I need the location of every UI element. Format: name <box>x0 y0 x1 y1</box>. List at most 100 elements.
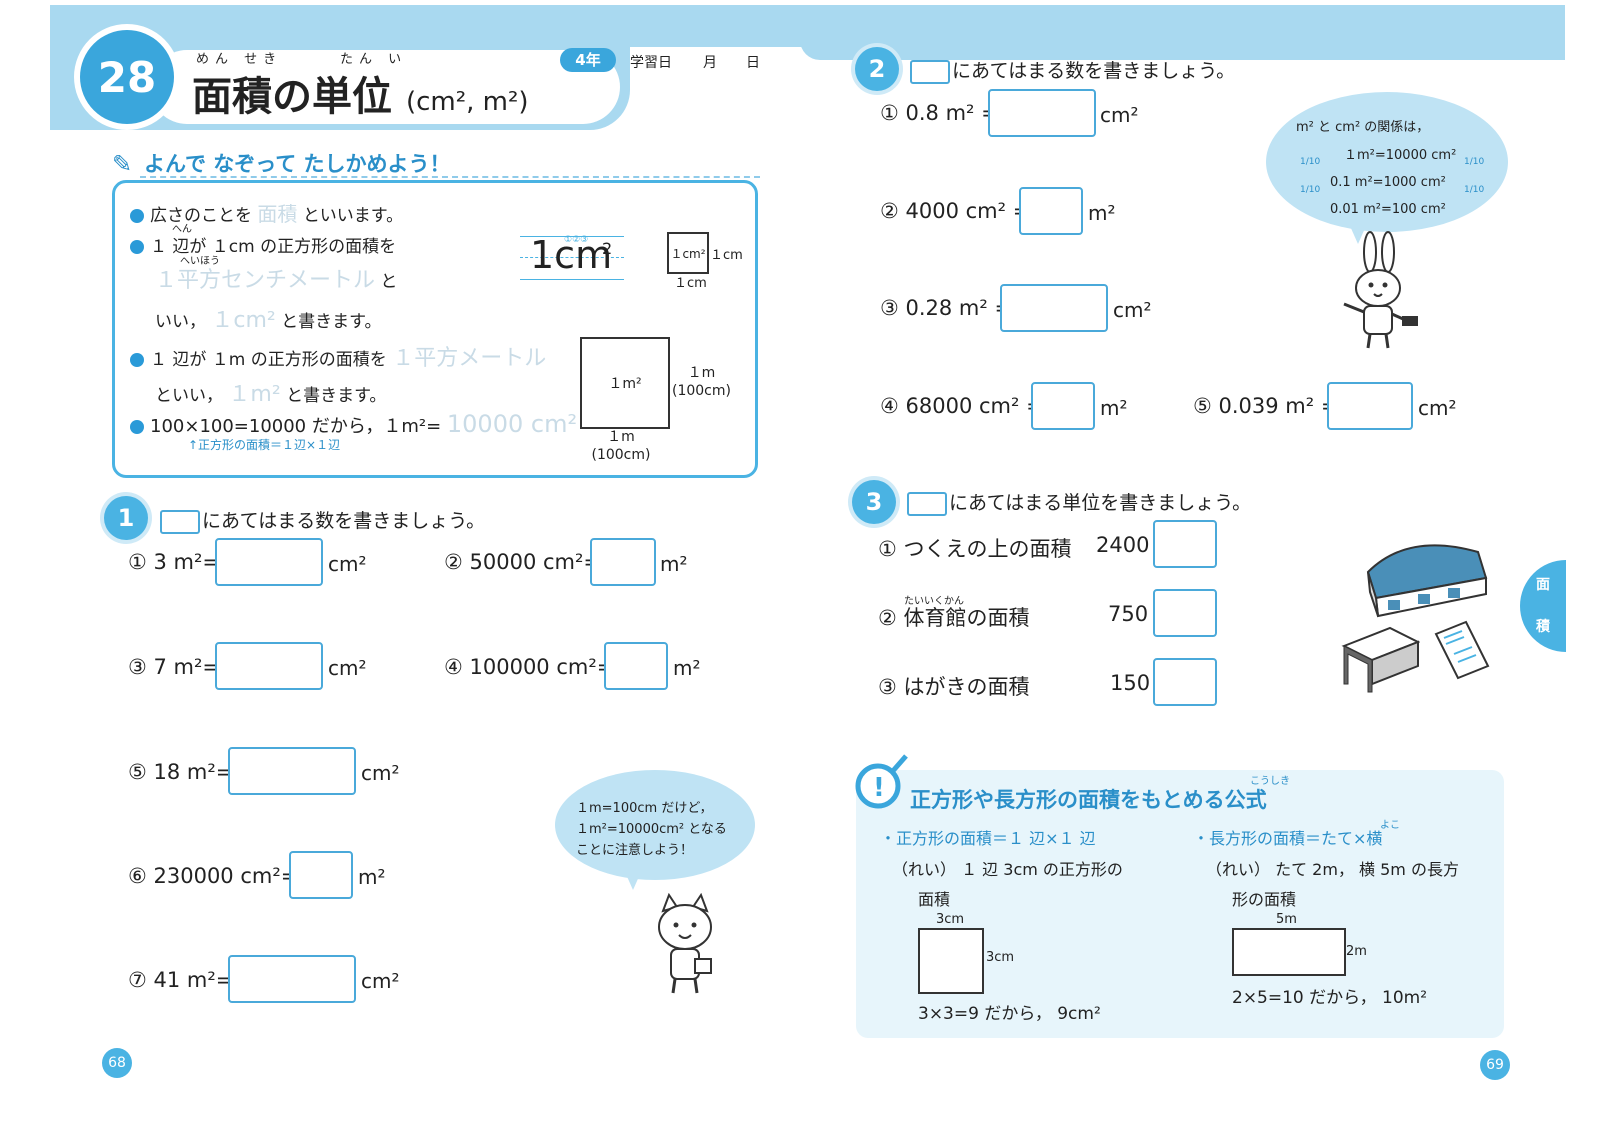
s1-q6-answer-box[interactable] <box>289 851 353 899</box>
s2-q4-label: ④ 68000 cm² = <box>880 394 1044 418</box>
s1-q5-unit: cm² <box>361 761 400 785</box>
rect-top-label: 5m <box>1276 912 1297 927</box>
square-example-2: 面積 <box>918 890 951 909</box>
s2-q1-answer-box[interactable] <box>988 89 1096 137</box>
hint-bubble-left-tail <box>625 872 641 890</box>
small-square-bottom: １cm <box>674 276 707 291</box>
title-units: (cm², m²) <box>405 87 529 117</box>
square-top-label: 3cm <box>936 912 965 927</box>
trace-text: １cm² <box>211 308 276 333</box>
bottom-text: (100cm) <box>591 447 651 463</box>
rabbit-character-icon <box>1343 231 1418 349</box>
example-rect-diagram <box>1232 928 1346 976</box>
s2-q3-label: ③ 0.28 m² = <box>880 296 1013 320</box>
ruby-heihou: へいほう <box>180 256 220 267</box>
s2-q3-answer-box[interactable] <box>1000 284 1108 332</box>
s3-q2-ruby: たいいくかん <box>904 596 964 607</box>
s3-q1-answer-box[interactable] <box>1153 520 1217 568</box>
s2-q1-label: ① 0.8 m² = <box>880 101 999 125</box>
s2-q2-label: ② 4000 cm² = <box>880 199 1031 223</box>
page-title: 面積の単位 (cm², m²) <box>192 64 529 122</box>
pencil-icon: ✎ <box>112 150 133 178</box>
s1-q6-label: ⑥ 230000 cm²= <box>128 864 299 888</box>
s2-q5-unit: cm² <box>1418 396 1457 420</box>
square-side-label: 3cm <box>986 950 1015 965</box>
hint-line: １m²=10000cm² となる <box>576 822 727 837</box>
s3-q3-answer-box[interactable] <box>1153 658 1217 706</box>
formula-title-ruby: こうしき <box>1250 776 1290 787</box>
s1-q7-answer-box[interactable] <box>228 955 356 1003</box>
section-1-number: 1 <box>104 496 148 540</box>
instruction-text: にあてはまる単位を書きましょう。 <box>949 492 1252 514</box>
s1-q4-label: ④ 100000 cm²= <box>444 655 615 679</box>
section-3-number: 3 <box>852 480 896 524</box>
instruction-text: にあてはまる数を書きましょう。 <box>952 60 1236 82</box>
section-2-number: 2 <box>855 47 899 91</box>
intro-line-5: １ 辺が １m の正方形の面積を １平方メートル <box>130 340 546 372</box>
intro-text: と書きます。 <box>281 312 382 332</box>
study-date-label: 学習日 <box>630 55 672 71</box>
s1-q4-answer-box[interactable] <box>604 642 668 690</box>
big-square-diagram: １m² <box>580 337 670 429</box>
s2-q4-unit: m² <box>1100 396 1128 420</box>
blank-box-icon <box>160 509 200 534</box>
s3-q1-value: 2400 <box>1096 533 1150 557</box>
intro-line-2: １ 辺が １cm の正方形の面積を <box>130 232 396 257</box>
s3-q2-value: 750 <box>1108 602 1149 626</box>
s1-q1-answer-box[interactable] <box>215 538 323 586</box>
hint-bubble-right <box>1266 92 1508 232</box>
instruction-text: にあてはまる数を書きましょう。 <box>202 510 486 532</box>
frac-label: 1/10 <box>1300 157 1321 167</box>
title-ruby-menseki: めん せき <box>196 52 283 67</box>
intro-text: といいます。 <box>302 206 404 226</box>
hint-bubble-left-text: １m=100cm だけど， １m²=10000cm² となる ことに注意しよう！ <box>576 798 727 861</box>
hint-bubble-right-rows: １m²=10000 cm² 0.1 m²=1000 cm² 0.01 m²=10… <box>1330 142 1456 223</box>
grade-badge: 4年 <box>560 48 616 72</box>
s1-q7-unit: cm² <box>361 969 400 993</box>
s3-q2-label: ② 体育館の面積 <box>878 606 1030 630</box>
trace-text: １m² <box>228 382 281 407</box>
rect-example-2: 形の面積 <box>1232 890 1297 909</box>
trace-text: １平方メートル <box>392 346 547 371</box>
square-rule: ・正方形の面積＝１ 辺×１ 辺 <box>880 829 1096 848</box>
big-square-side: １m (100cm) <box>672 364 731 400</box>
page-number-left: 68 <box>102 1048 132 1078</box>
lesson-number-badge: 28 <box>80 30 174 124</box>
bullet-icon <box>130 209 144 223</box>
s3-q1-label: ① つくえの上の面積 <box>878 537 1072 561</box>
side-text: (100cm) <box>672 383 731 399</box>
intro-line-3: １平方センチメートル と <box>155 262 397 294</box>
s1-q2-answer-box[interactable] <box>590 538 656 586</box>
s2-q5-label: ⑤ 0.039 m² = <box>1193 394 1339 418</box>
big-square-bottom: １m (100cm) <box>584 428 658 464</box>
s3-q3-value: 150 <box>1110 671 1151 695</box>
s3-q2-answer-box[interactable] <box>1153 589 1217 637</box>
blank-box-icon <box>910 59 950 84</box>
s2-q5-answer-box[interactable] <box>1327 382 1413 430</box>
s1-q5-answer-box[interactable] <box>228 747 356 795</box>
intro-heading: よんで なぞって たしかめよう！ <box>144 152 451 176</box>
rect-ruby: よこ <box>1380 820 1400 831</box>
title-pill <box>150 50 620 124</box>
s1-q3-label: ③ 7 m²= <box>128 655 221 679</box>
s2-q4-answer-box[interactable] <box>1031 382 1095 430</box>
guide-midline <box>520 257 624 258</box>
ruby-hen: へん <box>172 224 192 235</box>
small-square-side: １cm <box>710 248 743 263</box>
s1-q3-unit: cm² <box>328 656 367 680</box>
frac-label: 1/10 <box>1300 185 1321 195</box>
intro-box <box>112 180 758 478</box>
cm-writing-guide: 1cm ①②③ 2 <box>520 233 624 280</box>
bullet-icon <box>130 240 144 254</box>
section-2-instruction: にあてはまる数を書きましょう。 <box>910 56 1235 84</box>
rect-example: （れい） たて 2m， 横 5m の長方 <box>1206 860 1459 879</box>
intro-text: １ 辺が １cm の正方形の面積を <box>150 237 397 257</box>
hint-line: ことに注意しよう！ <box>576 843 694 858</box>
s1-q5-label: ⑤ 18 m²= <box>128 760 234 784</box>
section-3-instruction: にあてはまる単位を書きましょう。 <box>907 488 1251 516</box>
s2-q2-answer-box[interactable] <box>1019 187 1083 235</box>
hint-bubble-left <box>555 770 755 880</box>
intro-text: 広さのことを <box>150 206 252 226</box>
s1-q3-answer-box[interactable] <box>215 642 323 690</box>
example-square-diagram <box>918 928 984 994</box>
